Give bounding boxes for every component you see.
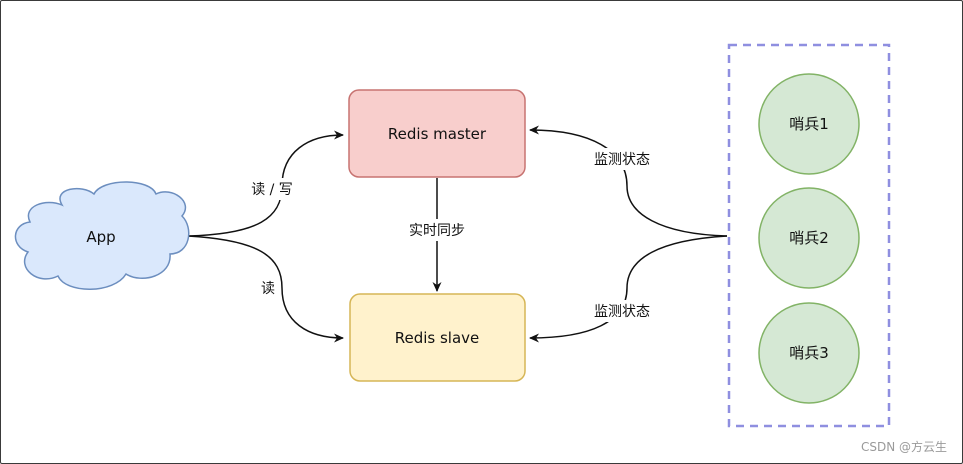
sentinel-2-label: 哨兵2 [789,229,829,247]
app-label: App [86,228,115,246]
label-bg-read-write [246,178,298,200]
label-sync: 实时同步 [409,223,465,239]
label-bg-sync [400,219,474,241]
sentinel-3-label: 哨兵3 [789,344,829,362]
label-monitor-master: 监测状态 [594,152,650,168]
watermark: CSDN @方云生 [860,440,947,454]
sentinel-3-circle [758,302,860,404]
label-monitor-slave: 监测状态 [594,304,650,320]
sentinel-1-circle [758,73,860,175]
edge-sentinel-to-master [529,125,728,237]
redis-slave-label: Redis slave [395,329,480,347]
sentinel-2-circle [758,187,860,289]
app-cloud [14,181,190,290]
label-bg-monitor-master [584,148,660,170]
redis-master-box [348,89,526,178]
sentinel-group-border [727,43,891,428]
label-bg-read [256,277,280,299]
edge-sentinel-to-slave [529,235,728,343]
label-read-write: 读 / 写 [251,181,293,198]
sentinel-1-label: 哨兵1 [789,115,829,133]
edge-app-to-slave [187,235,344,343]
label-read: 读 [261,280,275,297]
redis-master-label: Redis master [388,125,487,143]
redis-slave-box [349,293,526,382]
label-bg-monitor-slave [584,300,660,322]
